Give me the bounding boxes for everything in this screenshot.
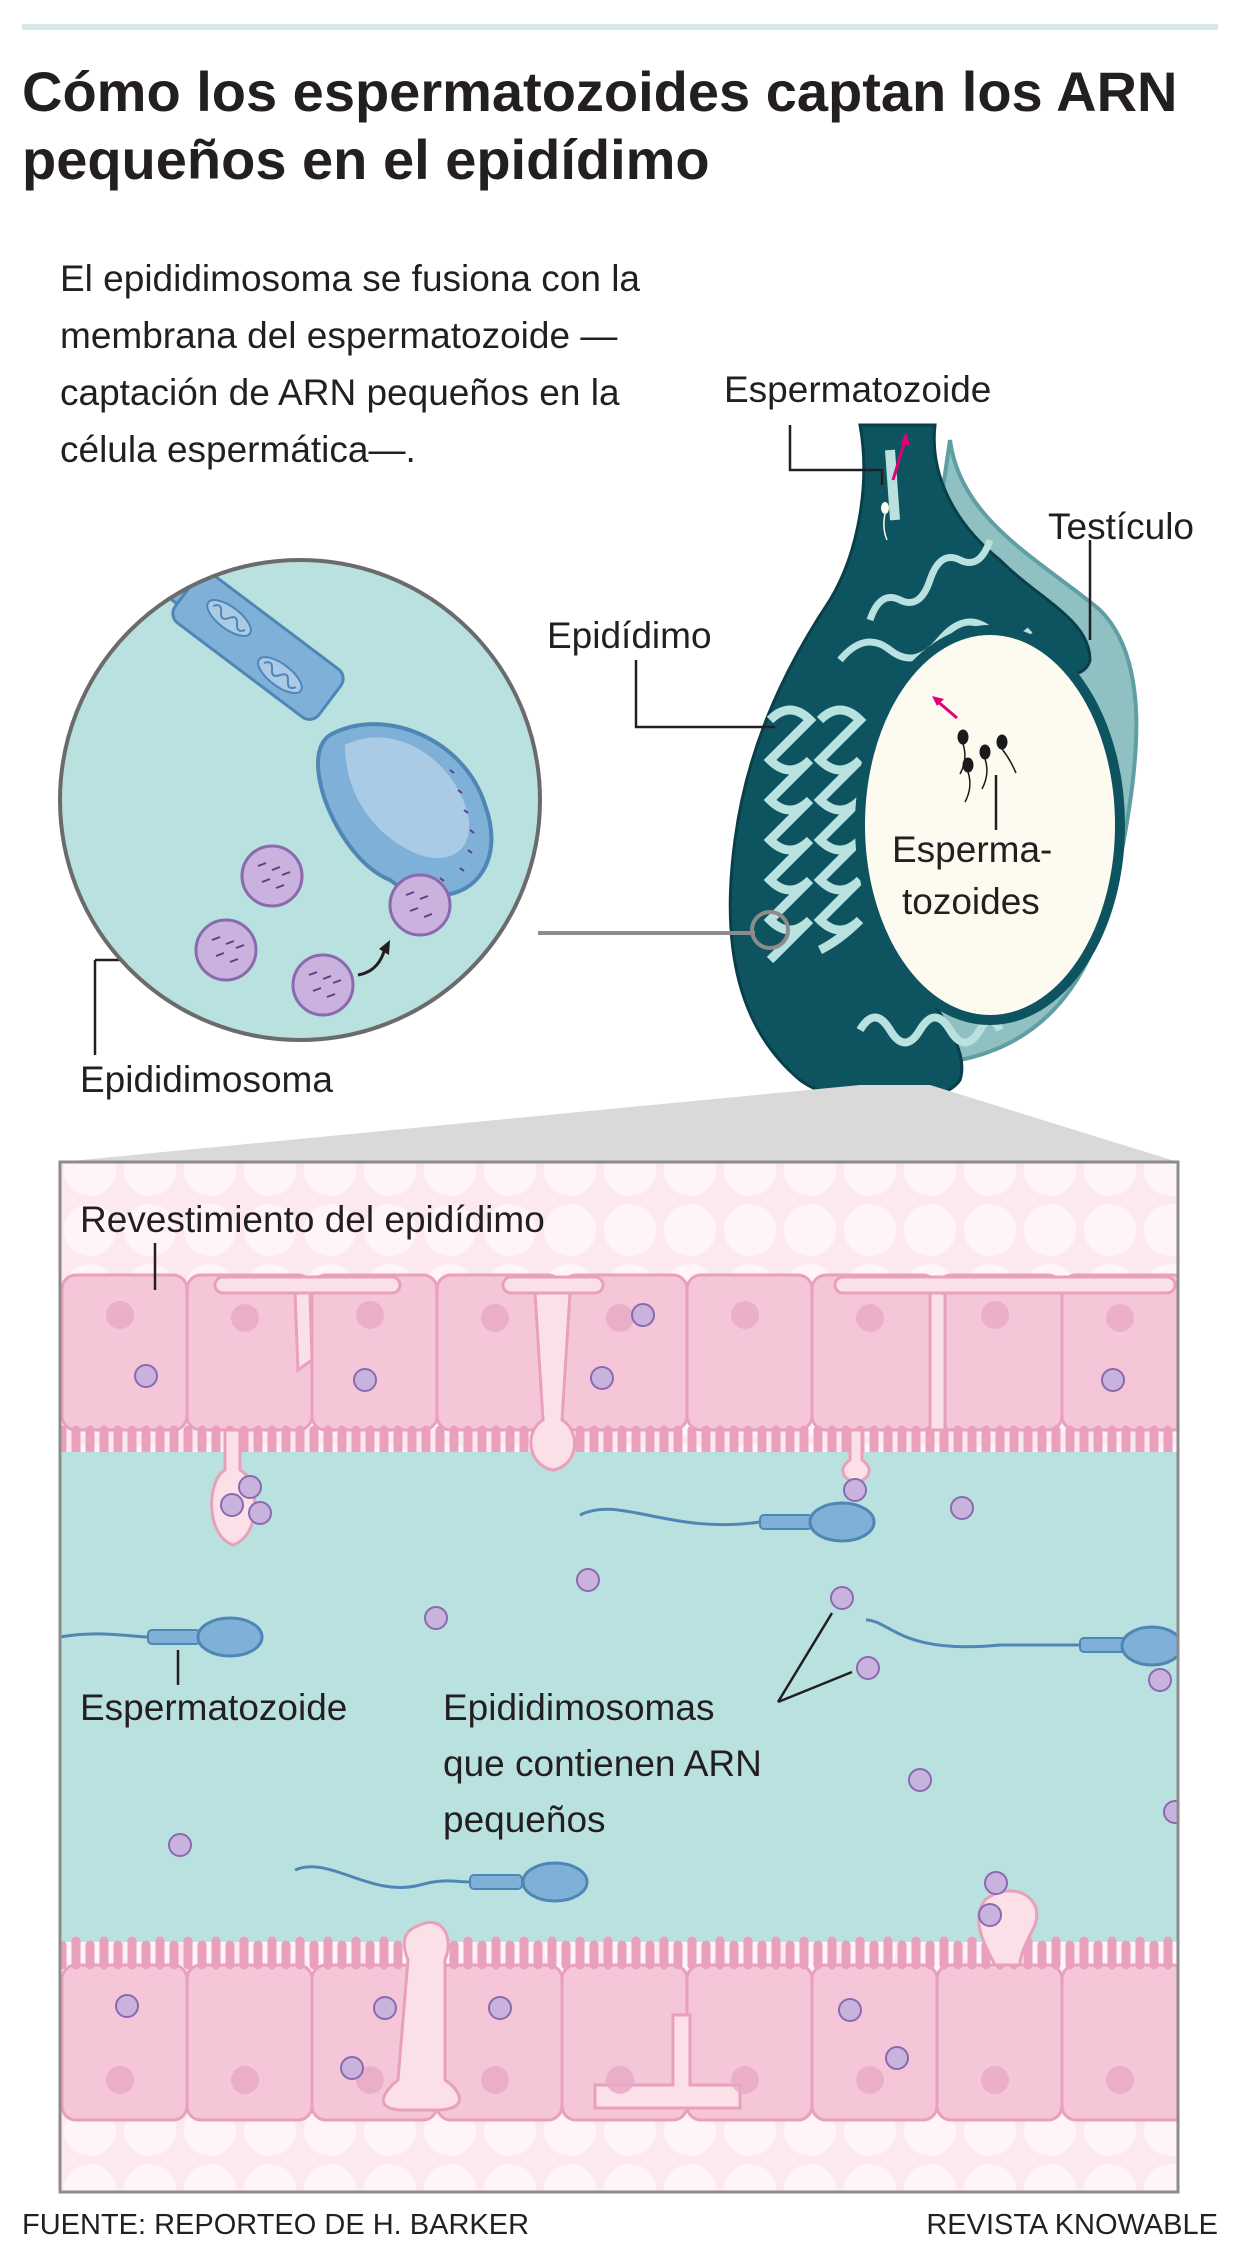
lumen-sperm-4 (294, 1861, 589, 1903)
label-epididimosoma: Epididimosoma (80, 1059, 333, 1100)
label-revestimiento: Revestimiento del epidídimo (80, 1199, 545, 1240)
epididymosome-group (194, 844, 355, 1017)
cell-nuclei (106, 1301, 1134, 2094)
publisher-credit: REVISTA KNOWABLE (926, 2209, 1218, 2241)
label-espermatozoide-top: Espermatozoide (724, 369, 992, 410)
label-espermatozoides-1: Esperma- (892, 829, 1053, 870)
label-espermatozoides-2: tozoides (902, 881, 1040, 922)
label-testiculo: Testículo (1048, 506, 1195, 547)
page-title: Cómo los espermatozoides captan los ARN … (22, 60, 1178, 191)
epididymis-duct (763, 705, 817, 964)
bottom-epithelium (60, 1963, 1178, 2122)
top-epithelium (60, 1273, 1178, 1432)
zoom-circle (58, 558, 542, 1042)
label-epididimosomas-1: Epididimosomas (443, 1687, 715, 1728)
zoom-funnel (60, 1085, 1178, 1162)
label-epididimo: Epidídimo (547, 615, 712, 656)
lining-box (58, 1160, 1180, 2194)
epididymis-organ (728, 423, 1139, 1104)
testis (855, 625, 1125, 1025)
fusing-vesicle (388, 873, 452, 937)
label-epididimosomas-3: pequeños (443, 1799, 606, 1840)
testis-sperm-group (957, 729, 1017, 803)
zoom-marker (750, 910, 790, 950)
label-epididimosomas-2: que contienen ARN (443, 1743, 762, 1784)
top-divider (22, 24, 1218, 30)
lumen-sperm-3 (865, 1618, 1178, 1667)
lumen-sperm-1 (579, 1501, 876, 1543)
source-credit: FUENTE: REPORTEO DE H. BARKER (22, 2209, 530, 2241)
label-espermatozoide-bottom: Espermatozoide (80, 1687, 348, 1728)
lumen-sperm-2 (60, 1616, 264, 1658)
intro-text: El epididimosoma se fusiona con la membr… (60, 258, 640, 470)
small-epididymosomes (115, 1303, 1178, 2080)
